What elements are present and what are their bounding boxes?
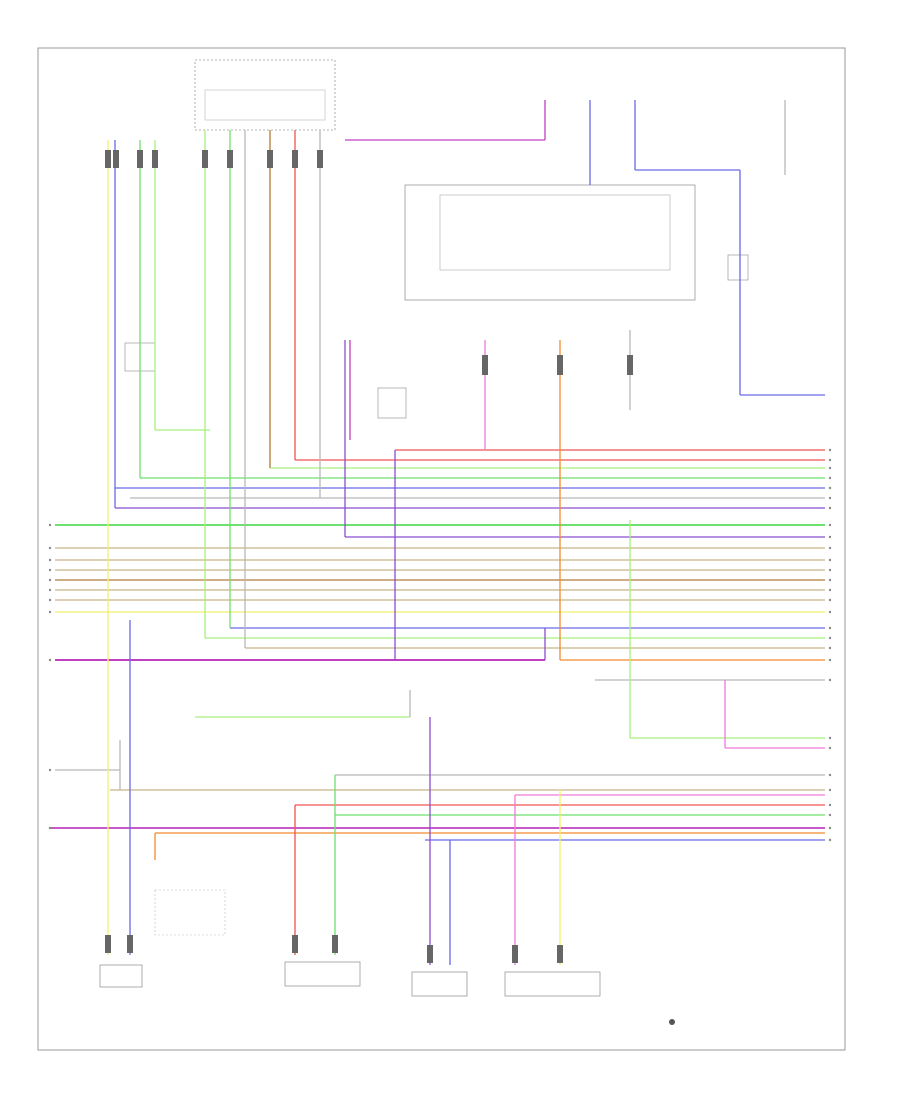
sensor-bottom-4 — [411, 971, 468, 997]
sensor-bottom-5 — [504, 971, 601, 997]
harness-vertical-wires — [107, 100, 825, 965]
sensor-bottom-1 — [99, 964, 143, 988]
ground-bottom-right — [669, 1019, 675, 1025]
sensor-bottom-3 — [284, 961, 361, 987]
connector-pins — [105, 150, 633, 963]
relay-box-center — [377, 387, 407, 419]
switch-bottom-2 — [154, 889, 226, 936]
harness-horizontal-wires — [50, 449, 825, 841]
component-top-left — [194, 59, 336, 131]
right-edge-terminals — [828, 448, 832, 842]
left-edge-terminals — [48, 523, 52, 830]
diagram-frame — [37, 47, 846, 1051]
fuse-block-center — [404, 184, 696, 301]
relay-box-right — [727, 254, 749, 281]
